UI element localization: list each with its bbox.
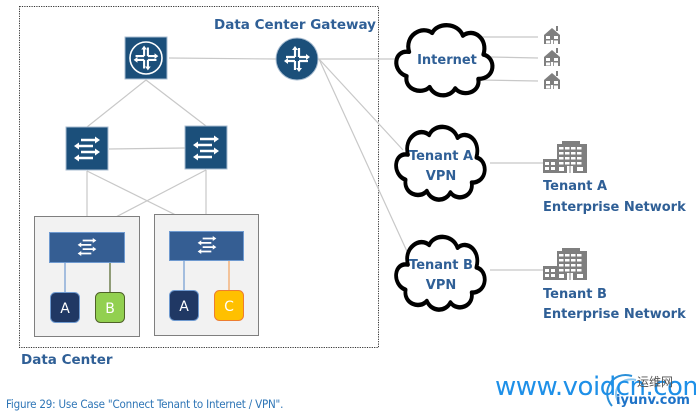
vm-label: C (224, 299, 234, 315)
link-internet-site3 (479, 79, 539, 82)
link-gateway-tenant-a-vpn (318, 58, 404, 151)
data-center-boundary (19, 6, 379, 348)
gateway-label: Data Center Gateway (214, 17, 376, 33)
tenant-a-network-label-line2: Enterprise Network (543, 200, 686, 215)
tenant-b-vpn-label-line2: VPN (426, 278, 456, 293)
links-external (318, 36, 543, 271)
data-center-label: Data Center (21, 352, 113, 368)
rack-1: A B (34, 216, 140, 337)
tenant-b-network-label-line1: Tenant B (543, 287, 607, 302)
vm-label: A (60, 301, 70, 317)
leaf-switch-1[interactable] (65, 126, 109, 171)
link-internet-site2 (489, 56, 539, 59)
watermark-cn: 运维网 (637, 375, 674, 389)
building-icon (543, 141, 587, 173)
tor-switch-2[interactable] (169, 231, 244, 261)
watermark-logo-icon (606, 373, 637, 407)
links-internal (86, 57, 277, 233)
link-leaf1-leaf2 (108, 147, 186, 150)
tenant-b-network-label-line2: Enterprise Network (543, 307, 686, 322)
vm-tenant-b[interactable]: B (95, 292, 125, 323)
vm-label: A (179, 299, 189, 315)
vm-tenant-c[interactable]: C (214, 290, 244, 321)
house-icon (544, 26, 560, 44)
figure-caption: Figure 29: Use Case "Connect Tenant to I… (6, 397, 284, 411)
internet-label: Internet (417, 53, 477, 68)
link-spine-leaf1 (86, 79, 147, 128)
link-spine-leaf2 (145, 79, 207, 127)
gateway-router[interactable] (275, 37, 319, 81)
vm-tenant-a[interactable]: A (50, 292, 80, 323)
tenant-a-vpn-label-line2: VPN (426, 169, 456, 184)
vm-tenant-a[interactable]: A (169, 290, 199, 321)
watermark-text: www.voidcn.com (495, 372, 696, 402)
building-icon (543, 248, 587, 280)
house-icon (544, 71, 560, 89)
tenant-a-vpn-label-line1: Tenant A (409, 149, 473, 164)
house-icon (544, 48, 560, 66)
tenant-a-network-label-line1: Tenant A (543, 179, 607, 194)
leaf-switch-2[interactable] (184, 125, 228, 170)
tor-switch-1[interactable] (49, 232, 125, 263)
rack-2: A C (154, 214, 259, 336)
tenant-b-vpn-label-line1: Tenant B (409, 258, 473, 273)
vm-label: B (105, 301, 115, 317)
tenant-b-vpn-cloud[interactable] (396, 237, 485, 310)
link-spine-gateway (168, 57, 277, 60)
spine-router[interactable] (124, 36, 168, 80)
link-gateway-tenant-b-vpn (318, 58, 411, 259)
watermark-sub: iyunv.com (616, 393, 690, 408)
